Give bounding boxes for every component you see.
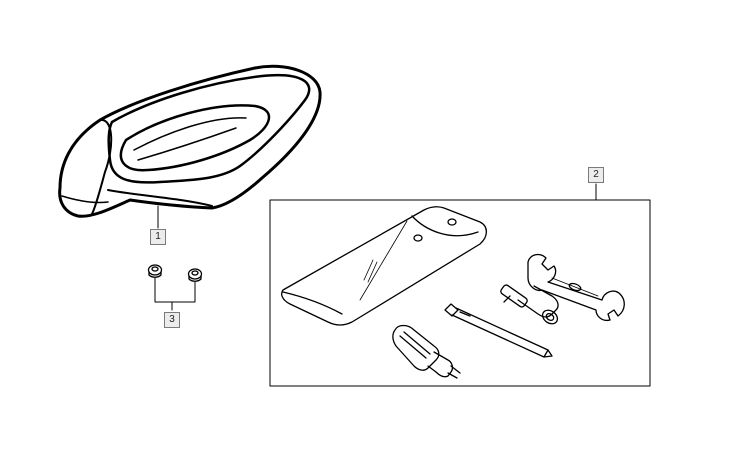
spanner-part bbox=[527, 253, 625, 322]
tool-pouch-part bbox=[281, 206, 488, 326]
callout-seat: 1 bbox=[150, 229, 166, 245]
callout-tool-kit: 2 bbox=[588, 167, 604, 183]
box-wrench-part bbox=[500, 284, 559, 325]
screwdriver-part bbox=[392, 324, 461, 379]
seat-part bbox=[58, 64, 322, 229]
fasteners-part bbox=[147, 264, 203, 311]
callout-fasteners: 3 bbox=[164, 312, 180, 328]
tool-kit-frame bbox=[269, 183, 651, 387]
screwdriver-bit-part bbox=[444, 303, 553, 358]
